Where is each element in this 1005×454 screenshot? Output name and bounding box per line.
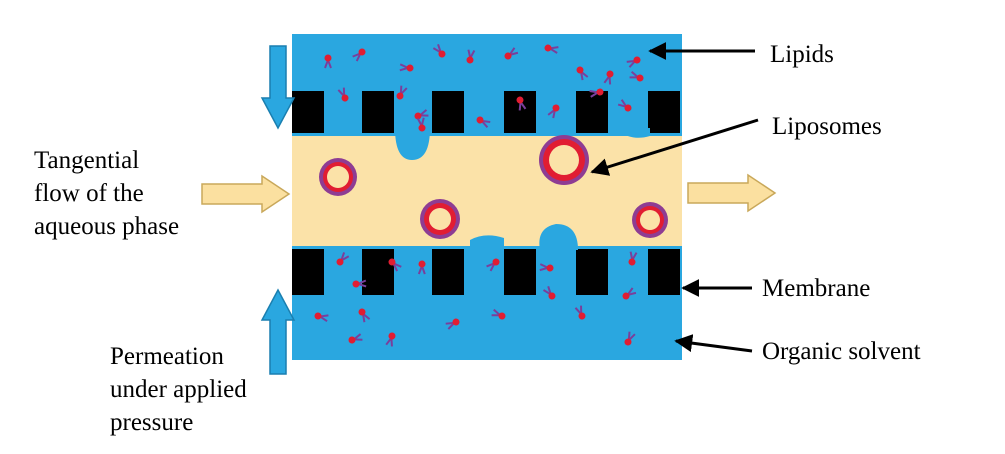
inflow-arrow bbox=[201, 174, 291, 214]
lipid-molecule bbox=[544, 44, 559, 54]
lipid-molecule bbox=[324, 54, 332, 69]
membrane-bottom bbox=[292, 249, 680, 295]
lipid-molecule bbox=[628, 251, 638, 266]
lipid-molecule bbox=[603, 70, 614, 85]
liposome bbox=[319, 158, 357, 196]
lipid-molecule bbox=[547, 104, 560, 119]
lipid-molecule bbox=[385, 332, 396, 347]
lipid-molecule bbox=[542, 285, 556, 300]
lipid-molecule bbox=[617, 99, 632, 112]
lipid-molecule bbox=[574, 305, 586, 320]
organic-solvent-bottom bbox=[292, 246, 682, 360]
lipid-molecule bbox=[414, 109, 429, 120]
tangential-flow-label-line2: flow of the bbox=[34, 180, 144, 207]
aqueous-phase-channel bbox=[292, 136, 682, 246]
lipid-molecules bbox=[314, 44, 644, 347]
lipid-molecule bbox=[504, 47, 519, 60]
lipid-molecule bbox=[416, 117, 426, 132]
organic-solvent-top bbox=[292, 34, 682, 136]
lipid-molecule bbox=[417, 260, 426, 275]
liposome bbox=[632, 202, 668, 238]
lipid-molecule bbox=[445, 318, 460, 330]
lipid-molecule bbox=[314, 312, 329, 323]
pressure-arrow-bottom bbox=[260, 288, 296, 375]
membrane-label: Membrane bbox=[762, 275, 871, 302]
lipid-molecule bbox=[352, 48, 366, 62]
lipid-molecule bbox=[348, 333, 363, 344]
lipid-molecule bbox=[476, 116, 491, 129]
lipid-molecule bbox=[352, 279, 367, 288]
organic-solvent-pointer bbox=[674, 334, 753, 353]
permeation-label-line2: under applied bbox=[110, 376, 247, 403]
lipid-molecule bbox=[399, 63, 414, 72]
membrane-top bbox=[292, 91, 680, 133]
lipid-molecule bbox=[396, 85, 408, 100]
lipid-molecule bbox=[486, 258, 500, 272]
lipid-molecule bbox=[629, 71, 644, 82]
outflow-arrow bbox=[687, 173, 777, 213]
lipid-molecule bbox=[589, 88, 604, 98]
lipid-molecule bbox=[516, 96, 527, 111]
lipid-molecule bbox=[358, 308, 371, 323]
lipid-molecule bbox=[576, 66, 589, 81]
lipid-molecule bbox=[337, 87, 349, 102]
lipid-molecule bbox=[432, 44, 446, 58]
liposome bbox=[539, 135, 589, 185]
lipid-molecule bbox=[336, 252, 350, 266]
lipid-molecule bbox=[626, 56, 641, 68]
lipid-molecule bbox=[466, 49, 476, 64]
tangential-flow-label-line3: aqueous phase bbox=[34, 213, 180, 240]
liposome bbox=[420, 199, 460, 239]
pressure-arrow-top bbox=[260, 45, 296, 130]
lipid-droplets bbox=[395, 128, 650, 250]
permeation-label-line3: pressure bbox=[110, 409, 194, 436]
lipid-molecule bbox=[624, 331, 636, 346]
liposomes-pointer bbox=[590, 118, 759, 176]
organic-solvent-label: Organic solvent bbox=[762, 338, 921, 365]
tangential-flow-label-line1: Tangential bbox=[34, 147, 140, 174]
lipid-molecule bbox=[491, 308, 506, 320]
lipid-molecule bbox=[539, 263, 554, 272]
lipid-molecule bbox=[388, 258, 402, 272]
lipid-molecule bbox=[622, 287, 637, 300]
permeation-label-line1: Permeation bbox=[110, 343, 224, 370]
liposomes-label: Liposomes bbox=[772, 113, 882, 140]
lipids-label: Lipids bbox=[770, 41, 834, 68]
